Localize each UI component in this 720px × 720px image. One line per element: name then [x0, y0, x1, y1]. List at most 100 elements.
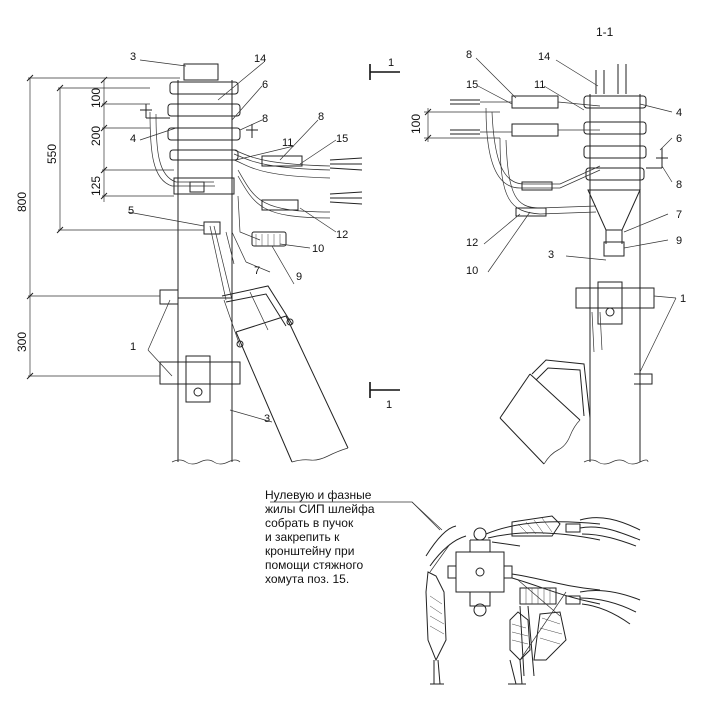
labels: 1-1 1 1 100 200 550 125 800 300 100 3 14…	[15, 25, 686, 425]
section-mark-top	[369, 64, 400, 80]
assembly-note: Нулевую и фазные жилы СИП шлейфа собрать…	[265, 488, 413, 586]
left-connector-block	[251, 231, 287, 247]
right-pos-3: 3	[548, 249, 554, 261]
section-marks	[369, 64, 400, 398]
left-drop-cable	[237, 195, 261, 241]
dim-550: 550	[45, 144, 59, 164]
left-lower-clamp	[159, 289, 179, 305]
note-line: и закрепить к	[265, 530, 340, 544]
dim-100: 100	[89, 88, 103, 108]
left-bottom-plate	[185, 355, 211, 403]
left-hook-b	[246, 124, 258, 138]
right-pos-10: 10	[466, 265, 478, 277]
right-pole-break	[583, 459, 649, 465]
left-pos-15: 15	[336, 133, 348, 145]
left-clamp-2	[167, 103, 241, 117]
right-strut-pole	[499, 373, 581, 465]
left-cable-2	[155, 113, 214, 183]
right-view	[424, 57, 677, 465]
right-pos-15: 15	[466, 79, 478, 91]
right-pos-1: 1	[680, 293, 686, 305]
section-mark-label-bottom: 1	[386, 399, 392, 411]
left-pos-10: 10	[312, 243, 324, 255]
left-hook-a	[140, 104, 170, 119]
note-line: собрать в пучок	[265, 516, 354, 530]
left-pole	[177, 80, 233, 462]
detail-bundle-upper	[485, 521, 601, 547]
left-pos-11: 11	[282, 137, 293, 149]
left-cable-end-upper	[329, 157, 363, 171]
left-view	[26, 59, 363, 465]
left-pos-9: 9	[296, 271, 302, 283]
dim-125: 125	[89, 176, 103, 196]
right-pos-12: 12	[466, 237, 478, 249]
left-cable-7	[237, 175, 331, 219]
right-cable-1	[485, 107, 601, 189]
dim-200: 200	[89, 126, 103, 146]
left-clamp-4	[169, 149, 239, 161]
left-pos-8-b: 8	[318, 111, 324, 123]
left-cable-3	[233, 149, 331, 167]
right-insulator	[603, 241, 625, 257]
left-pos-6: 6	[262, 79, 268, 91]
left-drop-wires	[225, 231, 247, 265]
left-pos-4: 4	[130, 133, 136, 145]
right-strut-bracket	[531, 359, 591, 419]
detail-cross-plate	[455, 551, 505, 593]
right-lower-bracket	[575, 287, 655, 309]
right-cable-ends	[450, 99, 480, 135]
right-small-clamp	[634, 373, 653, 385]
right-connector-2	[515, 207, 547, 217]
section-mark-bottom	[369, 382, 400, 398]
right-hook	[646, 148, 668, 169]
note-line: жилы СИП шлейфа	[265, 502, 375, 516]
right-lower-plate	[597, 281, 623, 325]
left-pos-3-top: 3	[130, 51, 136, 63]
left-pos-1: 1	[130, 341, 136, 353]
right-pos-7: 7	[676, 209, 682, 221]
left-pos-5: 5	[128, 205, 134, 217]
left-strut-bracket	[221, 285, 293, 327]
right-clamp-1	[583, 95, 647, 109]
detail-view	[270, 501, 641, 685]
right-tension-clamp-2	[511, 123, 559, 137]
right-clamp-2	[583, 121, 647, 135]
left-clamp-1	[169, 81, 239, 95]
detail-drop-right-1	[519, 605, 535, 677]
section-mark-label-top: 1	[388, 57, 394, 69]
left-cable-4	[233, 153, 331, 171]
right-pole	[589, 94, 641, 462]
right-cable-2	[491, 111, 601, 185]
left-pole-break	[171, 459, 241, 465]
right-tension-clamp-1	[511, 95, 559, 109]
left-strut-pole	[235, 315, 349, 463]
detail-drop-left	[425, 571, 447, 662]
left-pos-14: 14	[254, 53, 266, 65]
left-bottom-bracket	[159, 361, 241, 385]
right-pos-8: 8	[676, 179, 682, 191]
right-clamp-3	[583, 145, 647, 159]
right-pos-14: 14	[538, 51, 550, 63]
left-bracket-box	[189, 181, 205, 193]
right-pos-6: 6	[676, 133, 682, 145]
note-line: хомута поз. 15.	[265, 572, 350, 586]
detail-bundle-left	[425, 525, 467, 567]
right-pos-11: 11	[534, 79, 545, 91]
left-cable-5	[233, 159, 331, 179]
left-tension-clamp-2	[261, 199, 299, 211]
left-cable-end-lower	[329, 191, 363, 205]
right-top-posts	[595, 64, 627, 94]
detail-bundle-lower	[511, 573, 601, 605]
left-pos-8-a: 8	[262, 113, 268, 125]
detail-clamp-right-1	[509, 611, 531, 661]
right-pos-9: 9	[676, 235, 682, 247]
right-connector-1	[521, 181, 553, 191]
left-pos-12: 12	[336, 229, 348, 241]
dim-100-right: 100	[409, 114, 423, 134]
section-title: 1-1	[596, 25, 614, 39]
right-funnel	[587, 189, 641, 231]
left-pos-3-bottom: 3	[264, 413, 270, 425]
left-pos-7: 7	[254, 265, 260, 277]
right-clamp-4	[585, 167, 645, 181]
